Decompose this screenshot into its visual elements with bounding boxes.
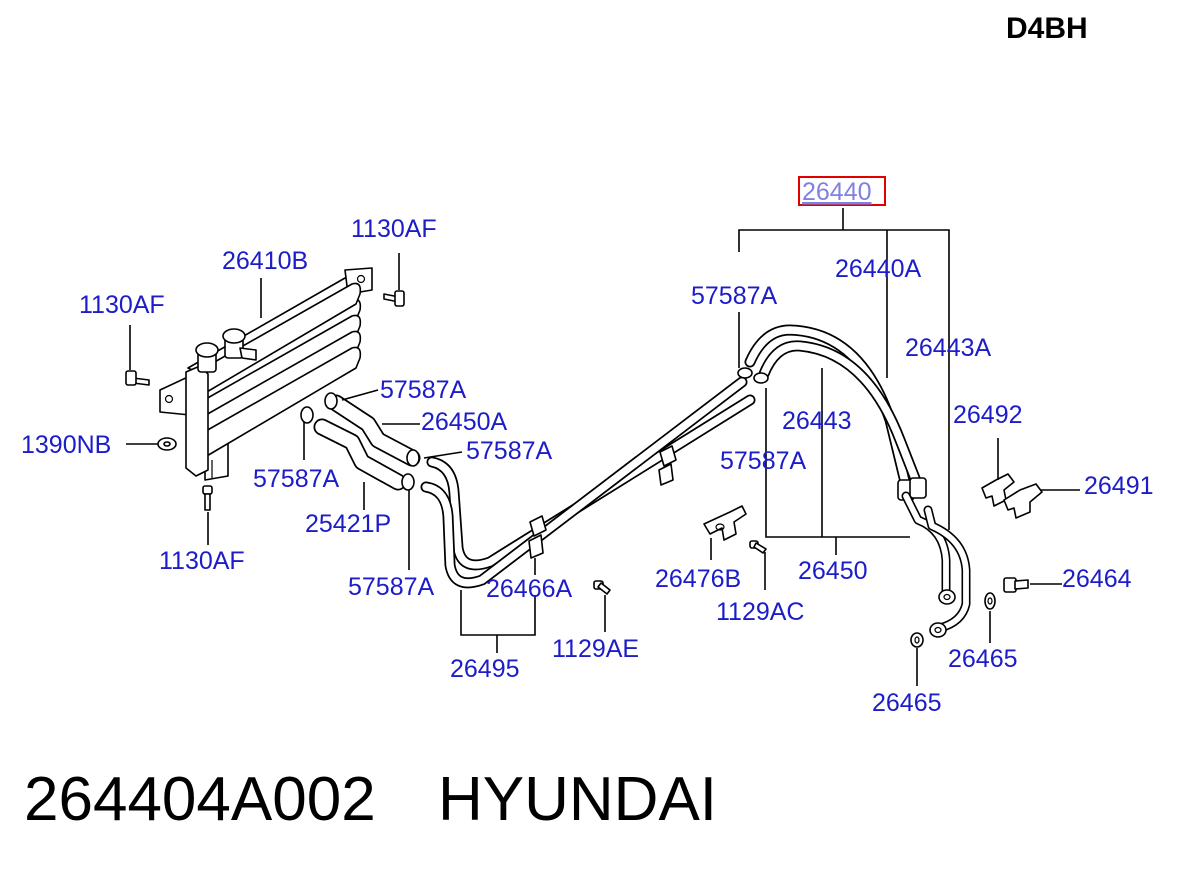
label-57587a-3[interactable]: 57587A — [253, 465, 340, 493]
clip-26491 — [1003, 483, 1043, 519]
hose-clamp-icon — [300, 392, 420, 491]
bolt-icon — [383, 290, 405, 307]
label-1130af-top[interactable]: 1130AF — [351, 215, 437, 243]
oil-cooler — [159, 267, 373, 481]
highlight-box — [798, 176, 886, 206]
tube-26443a — [901, 491, 971, 633]
bolt-icon — [1003, 577, 1029, 593]
bolt-icon — [593, 580, 611, 595]
hose-25421p — [313, 418, 407, 491]
label-26443[interactable]: 26443 — [782, 407, 852, 435]
label-57587a-6[interactable]: 57587A — [720, 447, 807, 475]
bolt-icon — [125, 370, 150, 386]
label-26450[interactable]: 26450 — [798, 557, 868, 585]
banjo-fitting-icon — [929, 589, 956, 638]
washer-icon — [157, 437, 177, 451]
label-26464[interactable]: 26464 — [1062, 565, 1132, 593]
label-26492[interactable]: 26492 — [953, 401, 1023, 429]
bolt-icon — [749, 540, 767, 554]
bracket-26476b — [703, 505, 747, 541]
label-57587a-2[interactable]: 57587A — [466, 437, 553, 465]
leader-lines — [126, 208, 1080, 686]
label-26440-highlighted[interactable]: 26440 — [802, 178, 872, 206]
bolt-icon — [202, 485, 213, 511]
label-1130af-bottom[interactable]: 1130AF — [159, 547, 245, 575]
footer-part-number: 264404A002 — [24, 765, 376, 834]
label-26495[interactable]: 26495 — [450, 655, 520, 683]
label-57587a-1[interactable]: 57587A — [380, 376, 467, 404]
footer-brand: HYUNDAI — [438, 765, 717, 834]
label-1129ac[interactable]: 1129AC — [716, 598, 805, 626]
engine-code: D4BH — [1006, 12, 1088, 45]
label-26491[interactable]: 26491 — [1084, 472, 1154, 500]
clip-26492 — [981, 473, 1015, 507]
label-25421p[interactable]: 25421P — [305, 510, 391, 538]
label-1129ae[interactable]: 1129AE — [552, 635, 639, 663]
hose-26443 — [744, 324, 924, 492]
label-26450a[interactable]: 26450A — [421, 408, 508, 436]
label-26476b[interactable]: 26476B — [655, 565, 741, 593]
washer-icon — [984, 592, 996, 610]
label-26466a[interactable]: 26466A — [486, 575, 573, 603]
label-26465-bottom[interactable]: 26465 — [872, 689, 942, 717]
label-26465-right[interactable]: 26465 — [948, 645, 1018, 673]
label-1390nb[interactable]: 1390NB — [21, 431, 111, 459]
washer-icon — [910, 632, 924, 648]
tube-clip-26466a — [528, 445, 677, 559]
label-57587a-4[interactable]: 57587A — [348, 573, 435, 601]
tube-26495 — [420, 376, 756, 589]
label-57587a-5[interactable]: 57587A — [691, 282, 778, 310]
label-1130af-left[interactable]: 1130AF — [79, 291, 165, 319]
label-26440a[interactable]: 26440A — [835, 255, 922, 283]
hose-clamp-icon — [737, 367, 927, 501]
label-26410b[interactable]: 26410B — [222, 247, 308, 275]
hose-26450a — [327, 394, 421, 467]
label-26443a[interactable]: 26443A — [905, 334, 992, 362]
